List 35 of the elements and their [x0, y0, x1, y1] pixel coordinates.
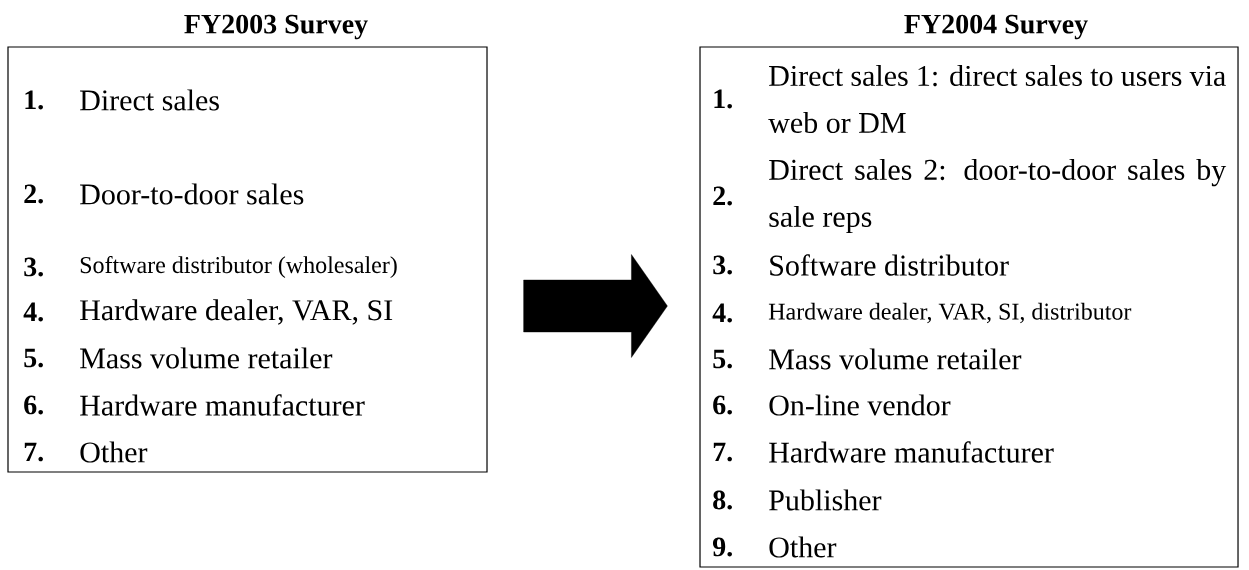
list-item: Software distributor (wholesaler)	[80, 256, 397, 278]
list-item: Mass volume retailer	[769, 348, 1022, 370]
item-number: 9.	[713, 537, 732, 557]
item-number: 1.	[714, 89, 732, 109]
item-number: 6.	[24, 395, 43, 415]
item-number: 4.	[712, 303, 732, 323]
item-number: 7.	[713, 442, 732, 462]
item-number: 5.	[24, 348, 43, 368]
item-number: 2.	[24, 184, 43, 204]
block-arrow	[523, 254, 668, 358]
item-number: 2.	[713, 186, 732, 206]
list-item: Direct sales 2: door-to-door sales by sale reps	[769, 158, 1227, 234]
list-item: On-line vendor	[769, 394, 951, 416]
list-item: Direct sales	[80, 89, 219, 111]
list-item: Software distributor	[770, 254, 1009, 276]
list-item: Other	[80, 441, 148, 463]
list-item: Mass volume retailer	[80, 347, 333, 369]
list-item: Publisher	[769, 489, 882, 511]
item-number: 6.	[713, 395, 732, 415]
item-number: 3.	[713, 255, 732, 275]
list-item: Direct sales 1: direct sales to users via web or DM	[768, 64, 1226, 134]
list-item: Hardware dealer, VAR, SI, distributor	[768, 302, 1132, 324]
item-number: 5.	[713, 349, 732, 369]
item-number: 8.	[713, 490, 732, 510]
list-item: Hardware manufacturer	[80, 394, 365, 416]
heading: FY2004 Survey	[904, 14, 1088, 40]
list-item: Hardware manufacturer	[769, 441, 1054, 463]
list-item: Door-to-door sales	[80, 183, 304, 205]
heading: FY2003 Survey	[184, 14, 368, 40]
list-item: Hardware dealer, VAR, SI	[80, 299, 393, 325]
item-number: 4.	[23, 302, 43, 322]
item-number: 1.	[25, 90, 43, 110]
list-item: Other	[769, 536, 837, 558]
item-number: 3.	[24, 257, 43, 277]
item-number: 7.	[24, 442, 43, 462]
